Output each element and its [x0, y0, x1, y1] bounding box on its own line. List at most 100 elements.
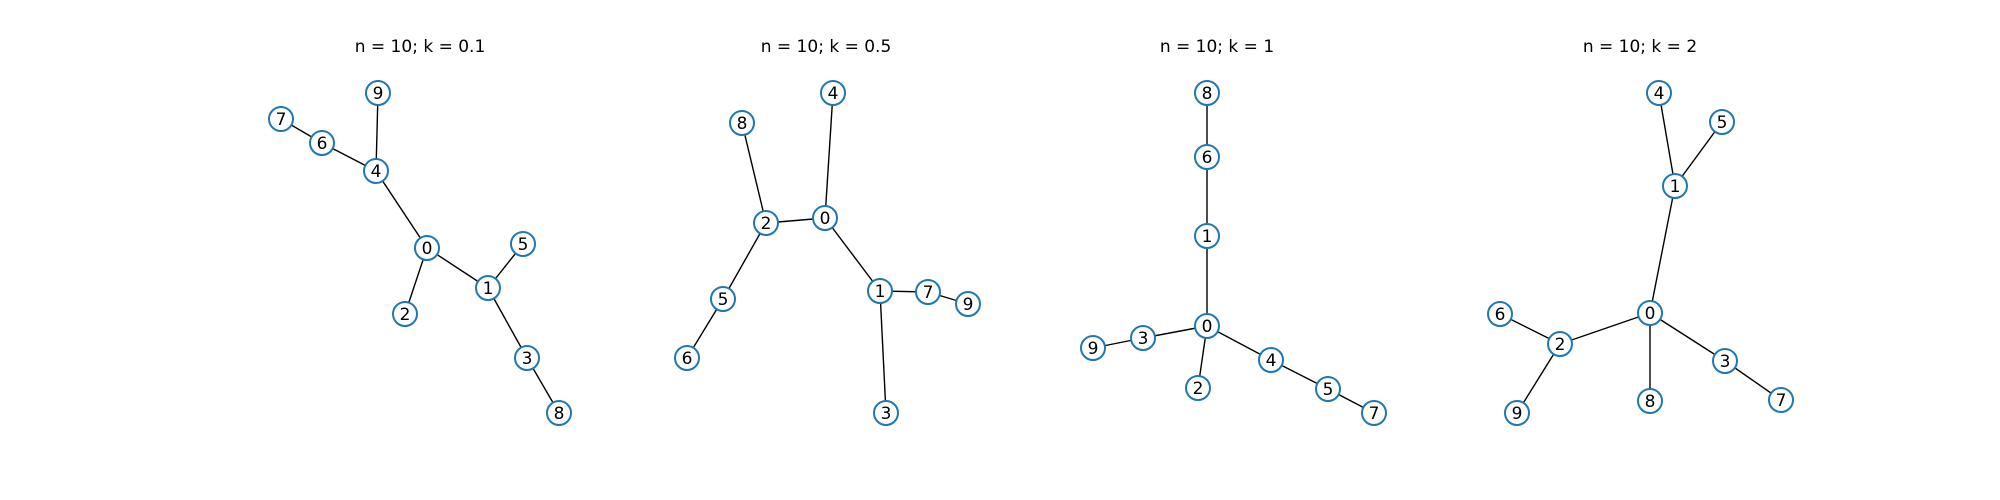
node-0: 0	[1194, 313, 1220, 339]
node-9: 9	[1504, 400, 1530, 426]
node-circle	[1194, 80, 1220, 106]
node-label: 2	[400, 305, 411, 325]
node-label: 6	[1202, 148, 1213, 168]
panel-1-title: n = 10; k = 0.1	[355, 37, 486, 57]
node-label: 1	[1202, 227, 1213, 247]
node-label: 7	[923, 283, 934, 303]
node-2: 2	[1547, 331, 1573, 357]
node-circle	[1258, 347, 1284, 373]
node-label: 6	[682, 349, 693, 369]
node-8: 8	[546, 400, 572, 426]
node-circle	[1637, 388, 1663, 414]
node-label: 1	[1670, 177, 1681, 197]
node-label: 8	[554, 404, 565, 424]
node-1: 1	[1194, 223, 1220, 249]
edge-2-9	[1516, 343, 1561, 414]
node-9: 9	[955, 291, 981, 317]
panel-2-title: n = 10; k = 0.5	[761, 37, 892, 57]
node-5: 5	[1315, 376, 1341, 402]
node-label: 7	[1369, 404, 1380, 424]
node-2: 2	[753, 210, 779, 236]
edge-0-3	[1649, 312, 1726, 362]
node-circle	[867, 278, 893, 304]
panel-4-edges	[1499, 92, 1782, 414]
node-label: 0	[1645, 304, 1656, 324]
node-4: 4	[820, 80, 846, 106]
node-circle	[753, 210, 779, 236]
node-circle	[1315, 376, 1341, 402]
node-label: 3	[881, 404, 892, 424]
node-circle	[812, 205, 838, 231]
node-label: 9	[1512, 404, 1523, 424]
node-circle	[1487, 301, 1513, 327]
node-label: 0	[1202, 317, 1213, 337]
node-label: 0	[820, 209, 831, 229]
node-3: 3	[1712, 348, 1738, 374]
node-circle	[510, 231, 536, 257]
node-label: 6	[1495, 305, 1506, 325]
node-label: 2	[1555, 335, 1566, 355]
node-7: 7	[268, 106, 294, 132]
panel-3-title: n = 10; k = 1	[1160, 37, 1274, 57]
node-4: 4	[1646, 80, 1672, 106]
edge-1-3	[879, 290, 887, 414]
node-circle	[268, 106, 294, 132]
node-circle	[475, 275, 501, 301]
node-4: 4	[1258, 347, 1284, 373]
node-circle	[1194, 313, 1220, 339]
node-circle	[1185, 375, 1211, 401]
edge-2-8	[741, 122, 767, 224]
node-label: 4	[371, 162, 382, 182]
node-1: 1	[1662, 173, 1688, 199]
panel-2-edges	[686, 92, 969, 414]
node-3: 3	[514, 345, 540, 371]
node-0: 0	[414, 235, 440, 261]
node-circle	[363, 158, 389, 184]
node-label: 2	[761, 214, 772, 234]
node-0: 0	[812, 205, 838, 231]
node-label: 1	[875, 282, 886, 302]
node-circle	[710, 286, 736, 312]
node-label: 0	[422, 239, 433, 259]
node-circle	[915, 279, 941, 305]
node-3: 3	[1130, 325, 1156, 351]
node-label: 5	[718, 290, 729, 310]
node-2: 2	[1185, 375, 1211, 401]
node-circle	[1194, 144, 1220, 170]
node-circle	[309, 130, 335, 156]
node-circle	[514, 345, 540, 371]
node-circle	[1130, 325, 1156, 351]
edge-0-2	[1559, 312, 1651, 345]
node-6: 6	[1194, 144, 1220, 170]
edge-0-1	[824, 217, 881, 292]
node-3: 3	[873, 400, 899, 426]
node-6: 6	[309, 130, 335, 156]
node-7: 7	[915, 279, 941, 305]
node-label: 5	[518, 235, 529, 255]
node-8: 8	[1194, 80, 1220, 106]
node-circle	[546, 400, 572, 426]
edge-0-4	[375, 170, 428, 249]
node-circle	[1637, 300, 1663, 326]
node-4: 4	[363, 158, 389, 184]
edge-5-1	[1674, 121, 1723, 187]
edge-1-0	[1649, 185, 1676, 314]
node-circle	[674, 345, 700, 371]
node-label: 2	[1193, 379, 1204, 399]
node-label: 4	[828, 84, 839, 104]
node-label: 8	[1645, 392, 1656, 412]
node-5: 5	[1709, 109, 1735, 135]
node-circle	[873, 400, 899, 426]
node-7: 7	[1361, 400, 1387, 426]
node-label: 6	[317, 134, 328, 154]
node-circle	[392, 301, 418, 327]
node-label: 7	[276, 110, 287, 130]
edge-2-5	[722, 222, 767, 300]
